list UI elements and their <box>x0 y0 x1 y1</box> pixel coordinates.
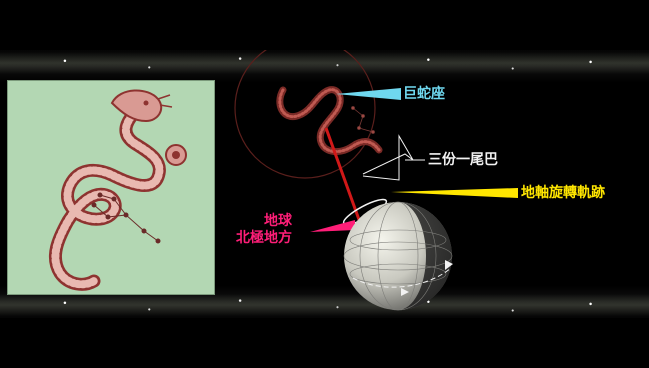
earth-north-pointer <box>310 220 355 232</box>
rotation-arrow <box>445 260 453 270</box>
earth-night-side <box>398 202 452 310</box>
axis-track-label: 地軸旋轉軌跡 <box>521 185 605 201</box>
earth-grid <box>343 201 453 311</box>
rotation-path <box>352 267 452 288</box>
faint-constellation-stars <box>351 106 375 134</box>
star-band-bottom <box>0 294 649 316</box>
star-band-top <box>0 52 649 74</box>
serpent-whiskers <box>157 94 173 108</box>
serpent-illustration-panel <box>7 80 215 295</box>
serpent-scales <box>51 105 164 289</box>
constellation-label: 巨蛇座 <box>403 86 445 102</box>
serpent-illustration <box>49 89 187 291</box>
earth-label-line2: 北極地方 <box>236 230 292 246</box>
serpent-eye <box>143 100 149 106</box>
constellation-stars <box>91 192 161 244</box>
tail-label: 三份一尾巴 <box>428 152 498 168</box>
earth-label-line1: 地球 <box>264 213 292 229</box>
axis-precession-diagram <box>234 50 518 311</box>
tail-bracket <box>362 134 414 181</box>
serpent-head <box>110 89 163 123</box>
constellation-circle <box>234 50 376 179</box>
rotation-arrow-2 <box>401 288 409 296</box>
axis-trail-pointer <box>391 188 518 198</box>
faint-serpent-scales <box>278 88 381 153</box>
constellation-pointer <box>336 88 401 100</box>
serpent-disk-center <box>172 151 180 159</box>
